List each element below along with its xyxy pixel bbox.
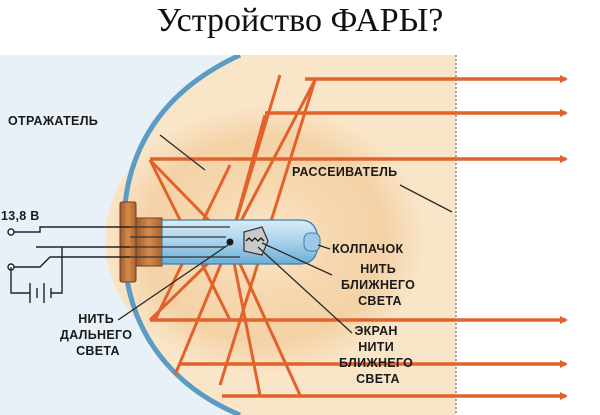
right-white-area: [456, 55, 600, 415]
bulb-leads: [130, 226, 240, 258]
headlight-diagram: ОТРАЖАТЕЛЬ РАССЕИВАТЕЛЬ КОЛПАЧОК 13,8 В …: [0, 55, 600, 415]
leader-low-filament: [261, 242, 333, 276]
leader-reflector: [159, 134, 206, 171]
label-high-beam-filament: НИТЬ ДАЛЬНЕГО СВЕТА: [60, 312, 136, 358]
leader-lines: [117, 134, 453, 334]
page-title: Устройство ФАРЫ?: [156, 2, 444, 39]
bulb-base: [119, 201, 137, 283]
label-low-beam-screen: ЭКРАН НИТИ БЛИЖНЕГО СВЕТА: [339, 324, 417, 386]
label-cap: КОЛПАЧОК: [332, 242, 403, 256]
label-reflector: ОТРАЖАТЕЛЬ: [8, 114, 98, 128]
label-low-beam-filament: НИТЬ БЛИЖНЕГО СВЕТА: [341, 262, 419, 308]
leader-cap: [317, 244, 331, 250]
high-beam-filament: [226, 238, 234, 246]
leader-screen: [257, 246, 353, 334]
bulb-cap: [303, 232, 321, 252]
outgoing-beams: [150, 75, 568, 400]
terminal-top: [7, 228, 15, 236]
leader-diffuser: [399, 184, 453, 213]
bulb-socket: [135, 217, 163, 267]
headlight-bulb: [119, 201, 321, 283]
low-beam-screen: [243, 226, 269, 256]
leader-high-filament: [117, 244, 229, 321]
label-voltage: 13,8 В: [1, 209, 40, 223]
low-beam-filament: [245, 237, 265, 242]
electrical-circuit: [7, 226, 130, 303]
label-diffuser: РАССЕИВАТЕЛЬ: [292, 165, 397, 179]
